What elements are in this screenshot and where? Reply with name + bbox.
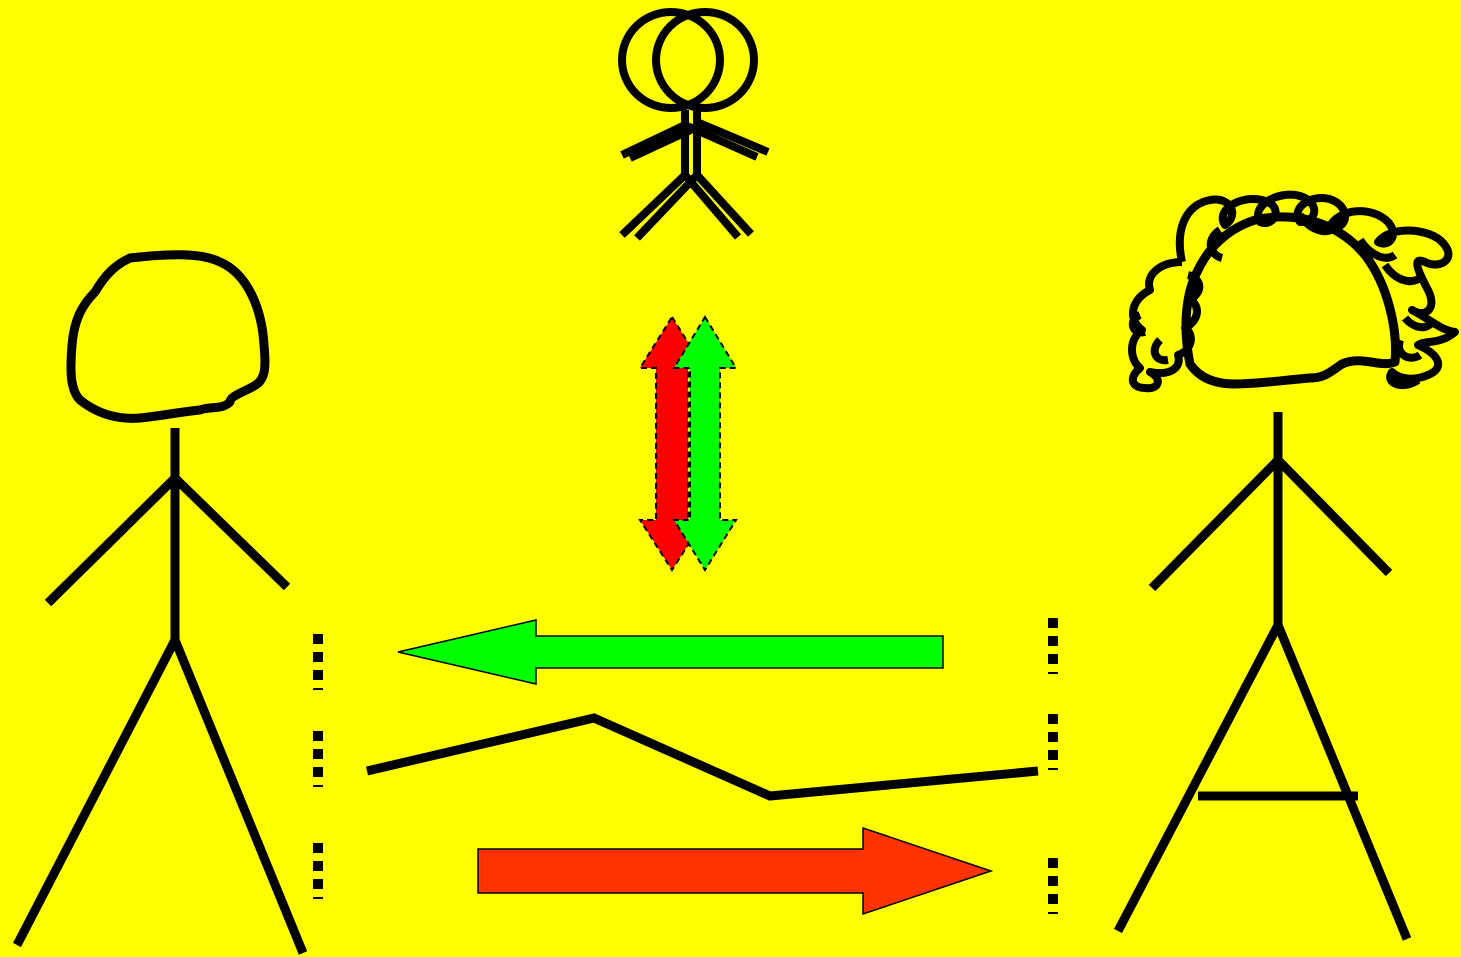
diagram-svg: [0, 0, 1461, 957]
diagram-canvas: [0, 0, 1461, 957]
